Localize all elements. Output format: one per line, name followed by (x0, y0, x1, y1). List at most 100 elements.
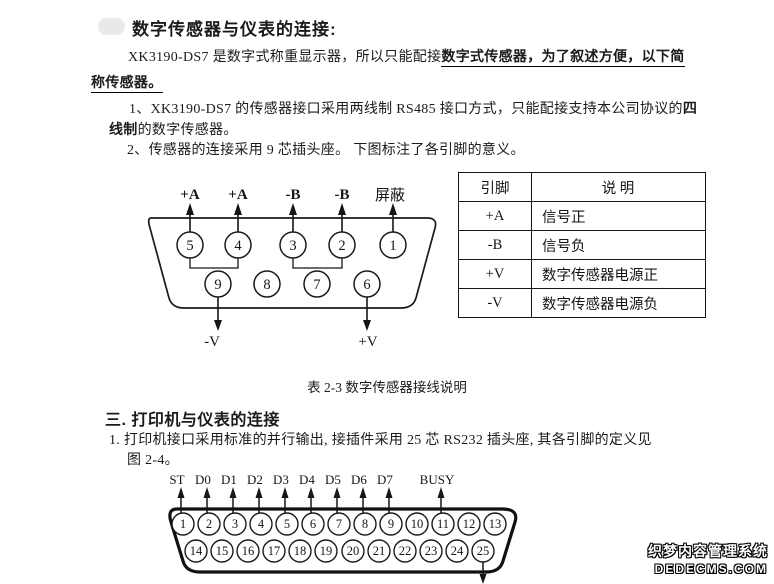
up-arrows (186, 203, 397, 232)
list-item-1-line1: 1、XK3190-DS7 的传感器接口采用两线制 RS485 接口方式，只能配接… (129, 98, 697, 118)
pin-number: 24 (451, 544, 464, 558)
pin-number: 9 (388, 517, 394, 531)
pin-number: 4 (234, 238, 242, 254)
pin-number: 6 (310, 517, 316, 531)
pin-number: 12 (463, 517, 476, 531)
item1-text2: 的数字传感器。 (137, 123, 238, 138)
signal-labels: ST D0 D1 D2 D3 D4 D5 D6 D7 BUSY (169, 472, 455, 487)
pin-number: 20 (347, 544, 360, 558)
pin-number: 10 (411, 517, 424, 531)
pin-number: 15 (216, 544, 229, 558)
pin-7: 7 (303, 270, 331, 298)
minus-v-label: -V (204, 334, 220, 350)
pin-3: 3 (279, 231, 307, 259)
pin-number: 3 (289, 238, 296, 254)
db9-connector-diagram: +A +A -B -B 屏蔽 5 4 3 2 1 9 8 7 6 -V +V (147, 187, 437, 350)
down-arrows (214, 297, 371, 331)
cell-desc: 信号负 (531, 230, 706, 260)
plus-v-label: +V (358, 334, 377, 350)
pin-number: 9 (214, 277, 221, 293)
connector-shell (147, 217, 437, 309)
pin-number: 25 (477, 544, 490, 558)
cell-pin: +V (458, 259, 532, 289)
pin-8: 8 (253, 270, 281, 298)
pin-number: 4 (258, 517, 265, 531)
pin-number: 2 (338, 238, 345, 254)
pin5-signal-label: +A (180, 187, 200, 203)
pin-number: 3 (232, 517, 238, 531)
intro-normal-text: XK3190-DS7 是数字式称重显示器，所以只能配接 (128, 50, 442, 65)
intro-bold-underline-text: 数字式传感器，为了叙述方便，以下简 (441, 50, 685, 67)
pin-5: 5 (176, 231, 204, 259)
pin25-down-arrow (479, 562, 487, 584)
d3-label: D3 (273, 472, 289, 487)
up-arrows (177, 487, 445, 513)
pin-9: 9 (204, 270, 232, 298)
table-row: +A 信号正 (458, 201, 706, 231)
pin-number: 13 (489, 517, 502, 531)
col-header-desc: 说 明 (531, 172, 706, 202)
pin-number: 11 (437, 517, 449, 531)
list-item-2: 2、传感器的连接采用 9 芯插头座。 下图标注了各引脚的意义。 (127, 143, 525, 158)
pin-number: 8 (263, 277, 270, 293)
intro-line2: 称传感器。 (91, 72, 163, 93)
watermark-line1: 织梦内容管理系统 (648, 543, 768, 559)
d0-label: D0 (195, 472, 211, 487)
d7-label: D7 (377, 472, 393, 487)
cell-pin: -V (458, 288, 532, 318)
pin-number: 6 (363, 277, 370, 293)
signal-labels: +A +A -B -B 屏蔽 (180, 187, 405, 204)
pin-number: 23 (425, 544, 438, 558)
bridge-brackets (189, 258, 343, 269)
pin-4: 4 (224, 231, 252, 259)
intro-bold-underline-text2: 称传感器。 (91, 76, 163, 93)
pin-number: 5 (284, 517, 290, 531)
pin-number: 7 (313, 277, 320, 293)
item1-bold-text2: 线制 (109, 123, 138, 138)
d2-label: D2 (247, 472, 263, 487)
table-header-row: 引脚 说 明 (458, 172, 706, 202)
d5-label: D5 (325, 472, 341, 487)
pin-description-table: 引脚 说 明 +A 信号正 -B 信号负 +V 数字传感器电源正 -V 数字传感… (458, 172, 706, 318)
db25-connector-diagram: ST D0 D1 D2 D3 D4 D5 D6 D7 BUSY 1 2 3 4 … (168, 472, 518, 584)
pin-1: 1 (379, 231, 407, 259)
pin4-signal-label: +A (228, 187, 248, 203)
pin-number: 2 (206, 517, 212, 531)
pin-number: 21 (373, 544, 386, 558)
pin3-signal-label: -B (286, 187, 301, 203)
pin1-shield-label: 屏蔽 (375, 187, 405, 204)
d6-label: D6 (351, 472, 367, 487)
pin-2: 2 (328, 231, 356, 259)
list-item-1-line2: 线制的数字传感器。 (109, 119, 238, 139)
watermark: 织梦内容管理系统 DEDECMS.COM (648, 541, 768, 576)
redaction-smudge (98, 18, 125, 35)
intro-line1: XK3190-DS7 是数字式称重显示器，所以只能配接数字式传感器，为了叙述方便… (128, 46, 685, 67)
pin-6: 6 (353, 270, 381, 298)
pin-number: 22 (399, 544, 412, 558)
pin2-signal-label: -B (335, 187, 350, 203)
st-label: ST (169, 472, 184, 487)
col-header-pin: 引脚 (458, 172, 532, 202)
cell-desc: 数字传感器电源负 (531, 288, 706, 318)
pin-number: 5 (186, 238, 193, 254)
bottom-pin-row: 14 15 16 17 18 19 20 21 22 23 24 25 (184, 539, 495, 563)
busy-label: BUSY (420, 472, 455, 487)
cell-desc: 数字传感器电源正 (531, 259, 706, 289)
printer-item-line2: 图 2-4。 (127, 453, 179, 468)
watermark-line2: DEDECMS.COM (654, 562, 768, 576)
item1-text: 1、XK3190-DS7 的传感器接口采用两线制 RS485 接口方式，只能配接… (129, 102, 683, 117)
pin-number: 7 (336, 517, 342, 531)
pin-number: 1 (389, 238, 396, 254)
connector-shell (168, 507, 518, 574)
top-pin-row: 1 2 3 4 5 6 7 8 9 10 11 12 13 (171, 512, 507, 536)
pin-number: 16 (242, 544, 255, 558)
cell-desc: 信号正 (531, 201, 706, 231)
table-row: -B 信号负 (458, 230, 706, 260)
printer-item-line1: 1. 打印机接口采用标准的并行输出, 接插件采用 25 芯 RS232 插头座,… (109, 433, 652, 448)
pin-number: 18 (294, 544, 307, 558)
table-row: -V 数字传感器电源负 (458, 288, 706, 318)
d1-label: D1 (221, 472, 237, 487)
pin-number: 19 (320, 544, 333, 558)
cell-pin: +A (458, 201, 532, 231)
section2-heading: 数字传感器与仪表的连接: (132, 20, 337, 39)
